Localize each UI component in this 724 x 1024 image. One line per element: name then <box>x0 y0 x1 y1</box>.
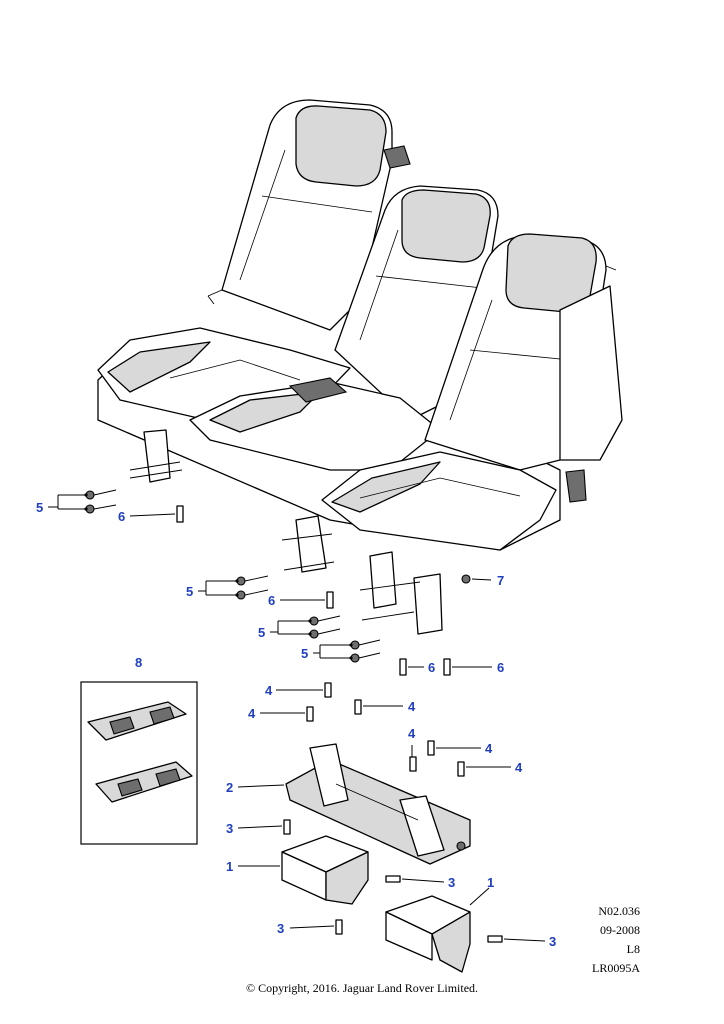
callout-6b: 6 <box>268 593 275 608</box>
drawing-number: N02.036 <box>598 904 640 918</box>
callout-3b: 3 <box>448 875 455 890</box>
callout-labels: 5 6 5 6 7 5 5 6 6 8 4 4 4 4 4 4 2 3 1 3 … <box>36 500 556 949</box>
callout-4e: 4 <box>485 741 493 756</box>
callout-6a: 6 <box>118 509 125 524</box>
callout-5d: 5 <box>301 646 308 661</box>
fasteners <box>85 489 471 676</box>
callout-2: 2 <box>226 780 233 795</box>
callout-4a: 4 <box>265 683 273 698</box>
callout-4b: 4 <box>248 706 256 721</box>
copyright-notice: © Copyright, 2016. Jaguar Land Rover Lim… <box>245 981 479 995</box>
floor-mat-inset <box>80 681 198 845</box>
callout-4f: 4 <box>515 760 523 775</box>
callout-3c: 3 <box>277 921 284 936</box>
callout-3a: 3 <box>226 821 233 836</box>
callout-4d: 4 <box>408 726 416 741</box>
drawing-date: 09-2008 <box>600 923 640 937</box>
callout-4c: 4 <box>408 699 416 714</box>
mounting-bracket <box>285 682 471 865</box>
drawing-reference: N02.036 09-2008 L8 LR0095A <box>592 904 640 980</box>
floor-brackets <box>281 819 503 973</box>
callout-6d: 6 <box>497 660 504 675</box>
callout-5a: 5 <box>36 500 43 515</box>
illustration-id: LR0095A <box>592 961 640 975</box>
callout-5c: 5 <box>258 625 265 640</box>
callout-7: 7 <box>497 573 504 588</box>
rear-seat-illustration <box>97 99 623 635</box>
callout-6c: 6 <box>428 660 435 675</box>
leader-lines <box>48 493 546 942</box>
callout-3d: 3 <box>549 934 556 949</box>
callout-8: 8 <box>135 655 142 670</box>
callout-5b: 5 <box>186 584 193 599</box>
model-code: L8 <box>626 942 640 956</box>
callout-1a: 1 <box>226 859 233 874</box>
callout-1b: 1 <box>487 875 494 890</box>
